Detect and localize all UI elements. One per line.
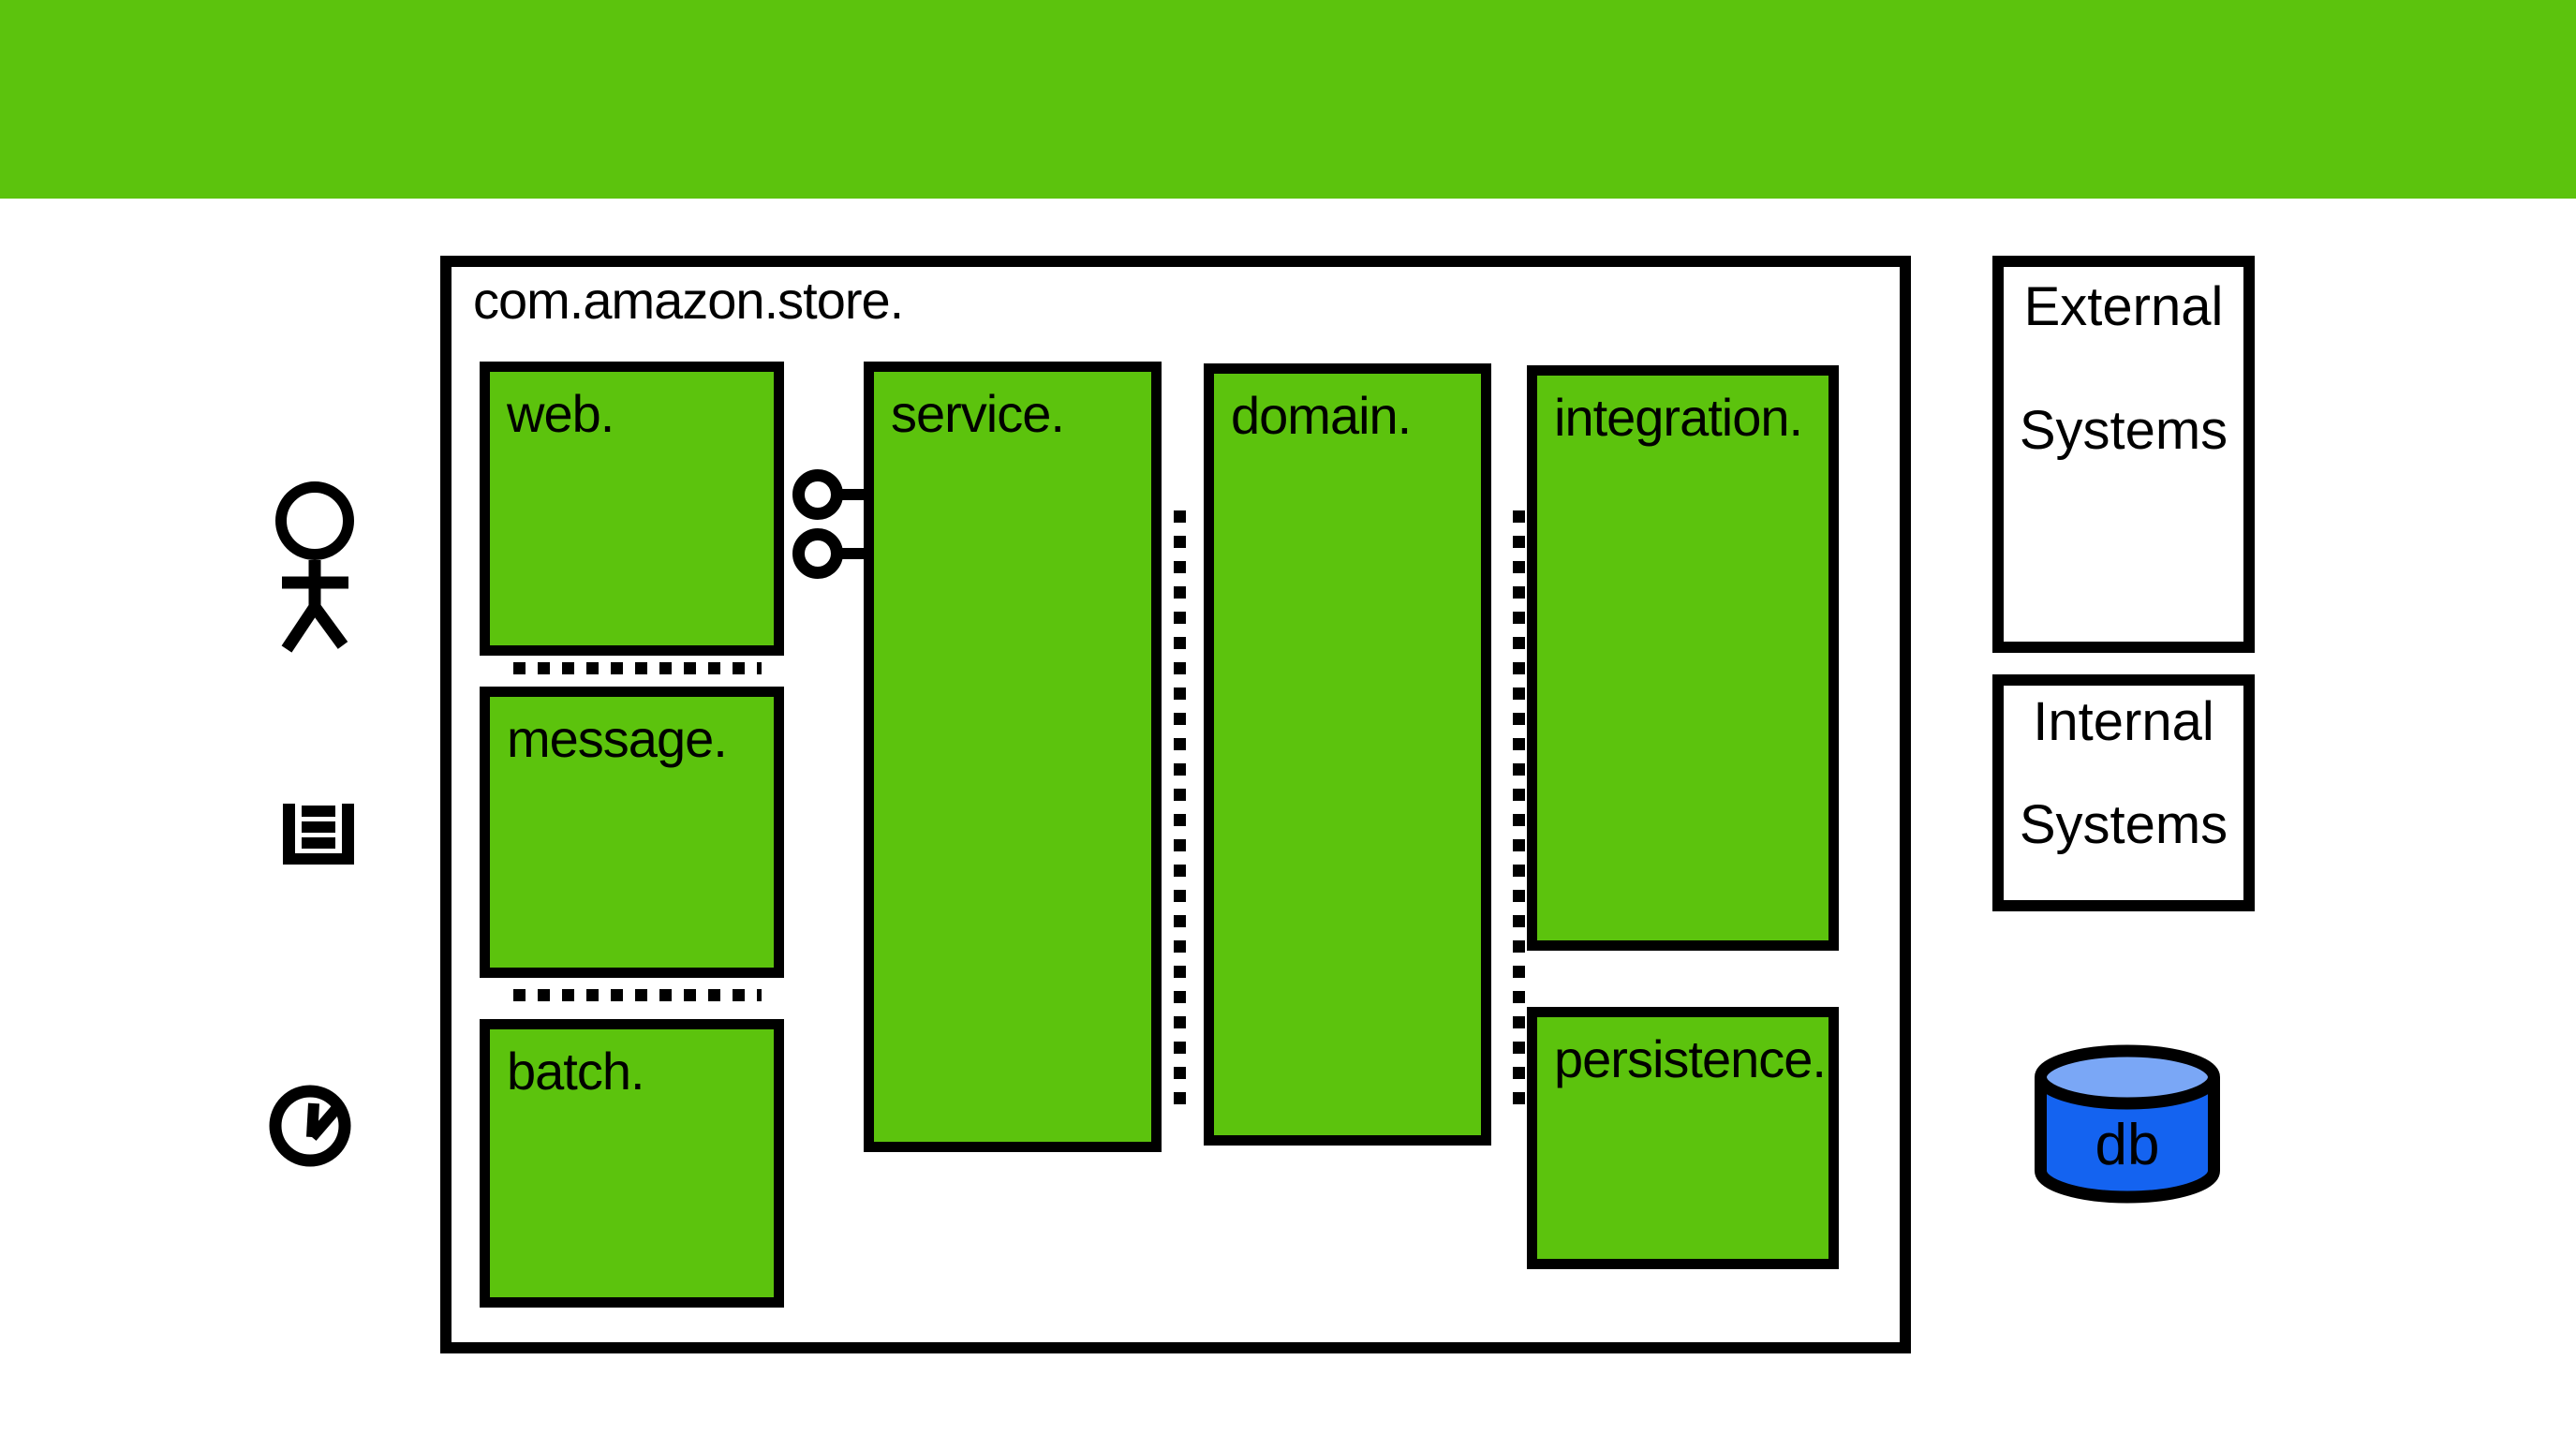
database-cylinder-icon: db xyxy=(2035,1044,2220,1204)
external-systems-label-line2: Systems xyxy=(2019,400,2228,461)
interface-stem-2 xyxy=(839,548,869,559)
external-systems-label-line1: External xyxy=(2023,276,2224,337)
interface-lollipop-icon xyxy=(792,469,843,520)
actor-icon xyxy=(275,481,354,653)
interface-lollipop-icon xyxy=(792,528,843,579)
package-domain-label: domain. xyxy=(1231,386,1412,445)
internal-systems-label-line1: Internal xyxy=(2033,691,2214,752)
dotted-separator-service-domain xyxy=(1174,510,1186,1112)
clock-icon xyxy=(269,1085,351,1167)
package-integration-label: integration. xyxy=(1554,388,1803,447)
dotted-separator-message-batch xyxy=(513,989,762,1001)
package-web-box: web. xyxy=(480,362,784,656)
interface-stem-1 xyxy=(839,489,869,500)
package-domain-box: domain. xyxy=(1204,363,1491,1146)
package-persistence-label: persistence. xyxy=(1554,1029,1827,1088)
package-message-label: message. xyxy=(507,709,728,768)
external-systems-box: External Systems xyxy=(1992,256,2255,653)
package-service-label: service. xyxy=(891,384,1065,443)
system-boundary-title: com.amazon.store. xyxy=(473,271,904,330)
package-integration-box: integration. xyxy=(1527,365,1839,951)
dotted-separator-domain-integration xyxy=(1513,510,1525,1112)
package-persistence-box: persistence. xyxy=(1527,1007,1839,1269)
package-message-box: message. xyxy=(480,687,784,978)
message-list-icon xyxy=(283,804,354,865)
internal-systems-box: Internal Systems xyxy=(1992,674,2255,911)
package-batch-label: batch. xyxy=(507,1042,645,1101)
db-label: db xyxy=(2095,1113,2160,1177)
package-web-label: web. xyxy=(507,384,614,443)
top-banner xyxy=(0,0,2576,199)
internal-systems-label-line2: Systems xyxy=(2019,794,2228,855)
package-service-box: service. xyxy=(864,362,1162,1152)
dotted-separator-web-message xyxy=(513,662,762,674)
package-batch-box: batch. xyxy=(480,1019,784,1308)
